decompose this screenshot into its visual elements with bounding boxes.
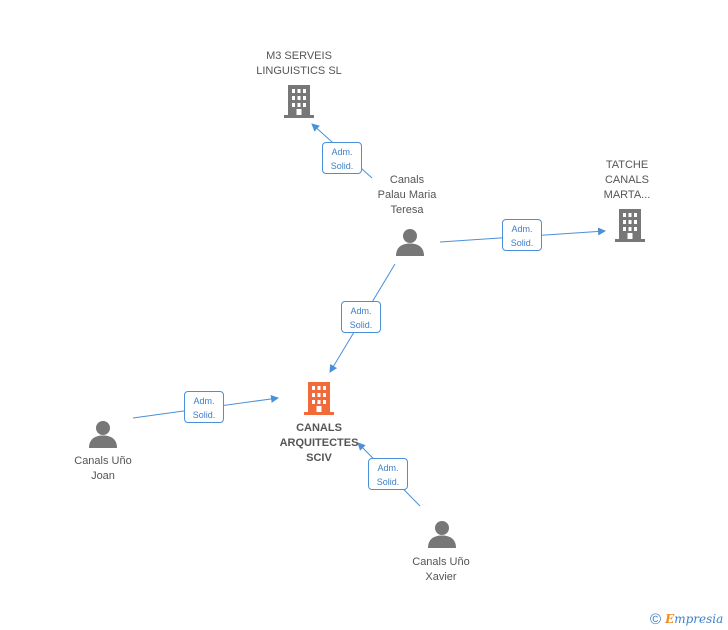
edge-label-line1: Adm. — [377, 463, 399, 473]
copyright-footer[interactable]: © Empresia — [650, 610, 723, 628]
edge-label-line2: Solid. — [330, 161, 354, 171]
edge-label-joan-main: Adm. Solid. — [184, 391, 224, 423]
node-label-m3[interactable]: M3 SERVEIS LINGUISTICS SL — [256, 50, 342, 77]
edge-label-line2: Solid. — [349, 320, 373, 330]
edge-label-xavier-main: Adm. Solid. — [368, 458, 408, 490]
edge-label-line1: Adm. — [350, 306, 372, 316]
building-icon-main[interactable] — [304, 382, 334, 415]
person-icon[interactable] — [89, 421, 117, 448]
edge-label-line2: Solid. — [510, 238, 534, 248]
brand-logo-text: mpresia — [674, 612, 724, 626]
edge-label-teresa-m3: Adm. Solid. — [322, 142, 362, 174]
edge-label-line2: Solid. — [192, 410, 216, 420]
building-icon[interactable] — [284, 85, 314, 118]
copyright-icon: © — [650, 610, 662, 628]
brand-logo-initial: E — [665, 612, 675, 626]
edge-label-teresa-tatche: Adm. Solid. — [502, 219, 542, 251]
edge-label-line2: Solid. — [376, 477, 400, 487]
edge-label-line1: Adm. — [331, 147, 353, 157]
edge-label-line1: Adm. — [511, 224, 533, 234]
edge-label-teresa-main: Adm. Solid. — [341, 301, 381, 333]
edge-label-line1: Adm. — [193, 396, 215, 406]
person-icon[interactable] — [428, 521, 456, 548]
node-label-teresa[interactable]: Canals Palau Maria Teresa — [377, 174, 437, 216]
node-label-joan[interactable]: Canals Uño Joan — [74, 455, 132, 482]
node-label-tatche[interactable]: TATCHE CANALS MARTA... — [603, 159, 651, 201]
building-icon[interactable] — [615, 209, 645, 242]
node-label-xavier[interactable]: Canals Uño Xavier — [412, 556, 470, 583]
brand-logo[interactable]: Empresia — [665, 612, 723, 626]
person-icon[interactable] — [396, 229, 424, 256]
node-label-main[interactable]: CANALS ARQUITECTES SCIV — [279, 422, 359, 464]
